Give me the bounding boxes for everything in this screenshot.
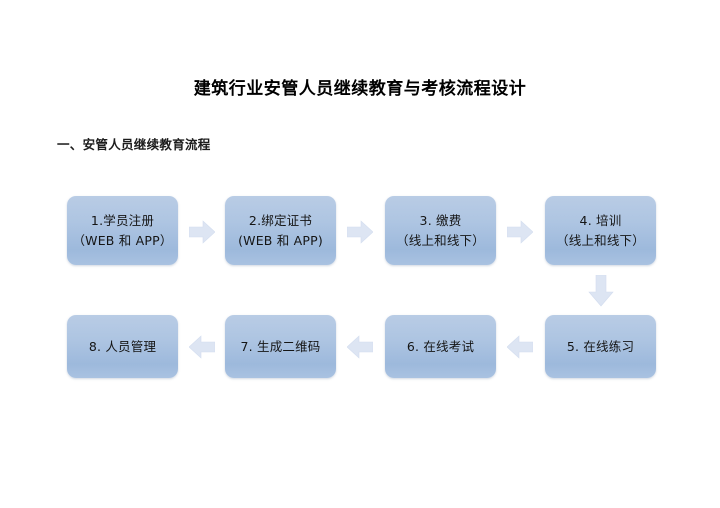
flow-node-1-line2: （WEB 和 APP） xyxy=(72,233,173,248)
arrow-left-icon-2 xyxy=(347,334,373,360)
flow-node-6-line1: 6. 在线考试 xyxy=(406,338,475,354)
flow-node-8[interactable]: 8. 人员管理 xyxy=(67,315,178,378)
flow-node-4-line1: 4. 培训 xyxy=(579,212,622,228)
flow-node-4-line2: （线上和线下） xyxy=(556,233,645,248)
flow-node-2[interactable]: 2.绑定证书 (WEB 和 APP) xyxy=(225,196,336,265)
arrow-left-icon-3 xyxy=(189,334,215,360)
flow-node-5-line1: 5. 在线练习 xyxy=(566,338,635,354)
flow-node-3-line1: 3. 缴费 xyxy=(419,212,462,228)
flow-node-7-line1: 7. 生成二维码 xyxy=(240,338,321,354)
page-title: 建筑行业安管人员继续教育与考核流程设计 xyxy=(193,79,527,99)
arrow-down-icon-1 xyxy=(587,275,615,307)
flow-node-4[interactable]: 4. 培训 （线上和线下） xyxy=(545,196,656,265)
arrow-right-icon-2 xyxy=(347,219,373,245)
flow-node-2-line1: 2.绑定证书 xyxy=(248,212,313,228)
flow-node-2-line2: (WEB 和 APP) xyxy=(238,233,323,248)
arrow-right-icon-3 xyxy=(507,219,533,245)
section-heading: 一、安管人员继续教育流程 xyxy=(57,137,211,152)
flow-node-3-line2: （线上和线下） xyxy=(396,233,485,248)
flow-node-3[interactable]: 3. 缴费 （线上和线下） xyxy=(385,196,496,265)
flow-node-8-line1: 8. 人员管理 xyxy=(88,338,157,354)
flow-node-7[interactable]: 7. 生成二维码 xyxy=(225,315,336,378)
arrow-right-icon-1 xyxy=(189,219,215,245)
flow-node-6[interactable]: 6. 在线考试 xyxy=(385,315,496,378)
flow-node-1[interactable]: 1.学员注册 （WEB 和 APP） xyxy=(67,196,178,265)
arrow-left-icon-1 xyxy=(507,334,533,360)
flow-node-5[interactable]: 5. 在线练习 xyxy=(545,315,656,378)
flow-node-1-line1: 1.学员注册 xyxy=(90,212,155,228)
